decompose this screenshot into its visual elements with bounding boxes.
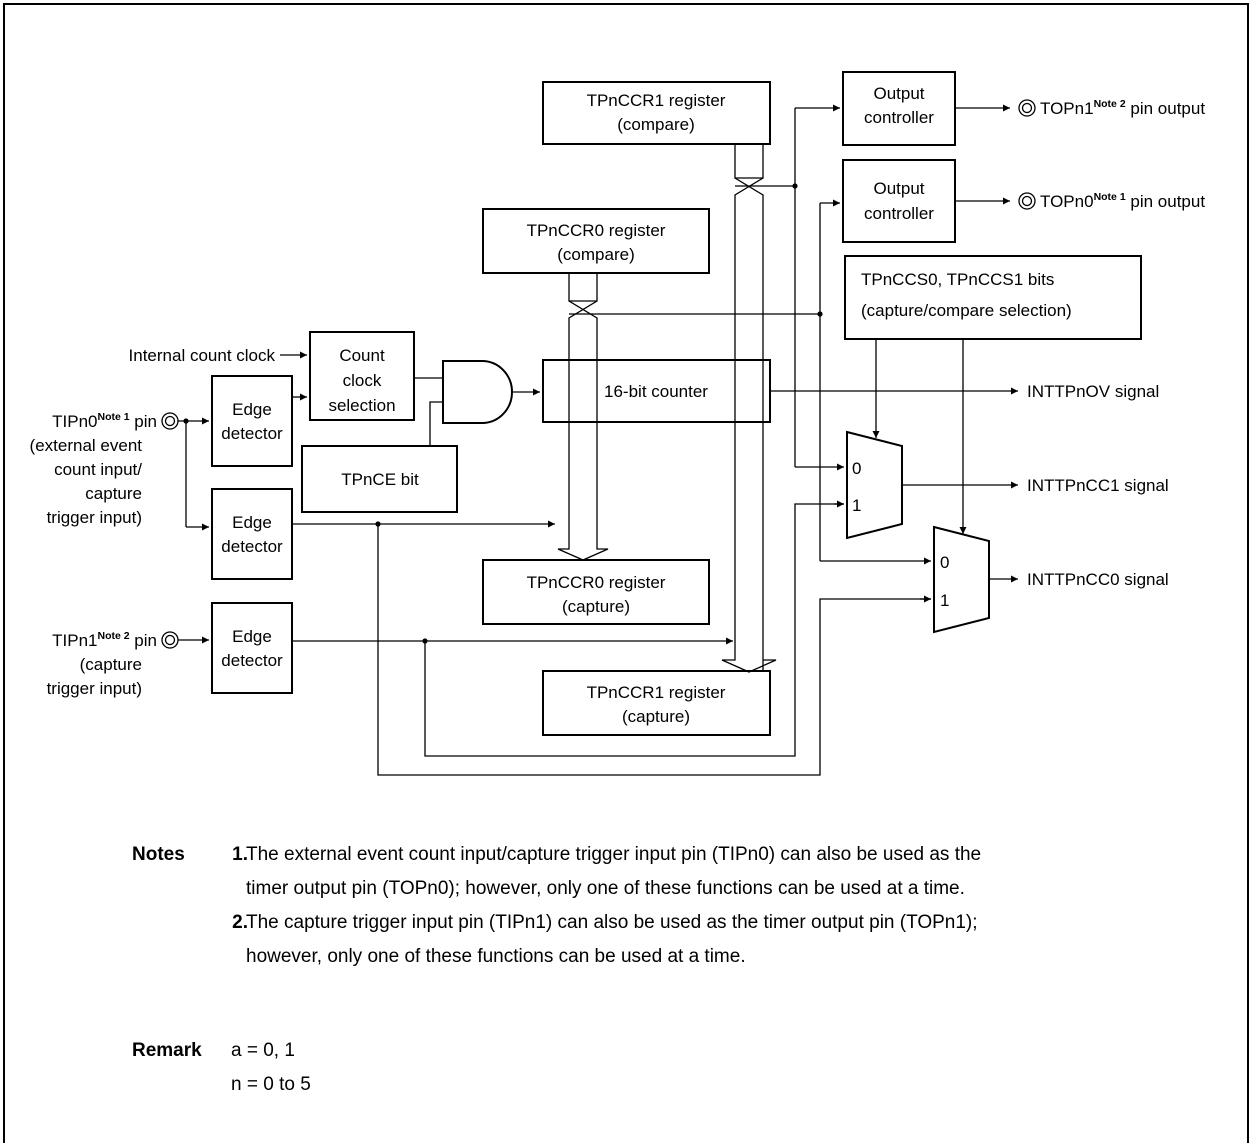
tpnce-bit-box — [301, 445, 458, 513]
remark-line-1: a = 0, 1 — [231, 1040, 295, 1061]
tipn0-label: TIPn0Note 1 pin — [52, 411, 157, 431]
note-1-number: 1. — [232, 844, 248, 865]
mux-cc0-in0: 0 — [940, 553, 949, 572]
tipn0-pin-symbol — [161, 412, 179, 430]
ccr0-capture-line1: TPnCCR0 register — [527, 573, 666, 592]
remark-heading: Remark — [132, 1040, 202, 1061]
ccr0-compare-line2: (compare) — [557, 245, 634, 264]
tpnce-bit-label: TPnCE bit — [341, 470, 419, 489]
notes-heading: Notes — [132, 844, 185, 865]
remark-section: Remark a = 0, 1 n = 0 to 5 — [132, 1034, 732, 1102]
topn1-label: TOPn1Note 2 pin output — [1040, 98, 1205, 118]
note-2-number: 2. — [232, 912, 248, 933]
counter-label: 16-bit counter — [604, 382, 708, 401]
count-clock-line2: clock — [343, 371, 382, 390]
mux-cc1-in0: 0 — [852, 459, 861, 478]
tipn1-desc-1: (capture — [80, 655, 142, 674]
ccr1-capture-line1: TPnCCR1 register — [587, 683, 726, 702]
note-2-line-2: however, only one of these functions can… — [246, 946, 746, 967]
ccr1-compare-box — [542, 81, 771, 145]
note-1-line-2: timer output pin (TOPn0); however, only … — [246, 878, 965, 899]
edge-detector-c-line2: detector — [221, 651, 283, 670]
output-controller-0-box — [842, 159, 956, 243]
remark-line-2: n = 0 to 5 — [231, 1074, 311, 1095]
count-clock-line3: selection — [328, 396, 395, 415]
tipn0-desc-3: capture — [85, 484, 142, 503]
tipn0-desc-1: (external event — [30, 436, 143, 455]
intovf-label: INTTPnOV signal — [1027, 382, 1159, 401]
ccr0-capture-line2: (capture) — [562, 597, 630, 616]
count-clock-selection-box — [309, 331, 415, 421]
ccr1-compare-line2: (compare) — [617, 115, 694, 134]
topn0-pin-symbol — [1018, 192, 1036, 210]
internal-clock-label: Internal count clock — [129, 346, 276, 365]
page-frame — [3, 3, 1249, 1143]
ccr0-compare-box — [482, 208, 710, 274]
edge-detector-a-line1: Edge — [232, 400, 272, 419]
tipn1-label: TIPn1Note 2 pin — [52, 630, 157, 650]
intcc1-label: INTTPnCC1 signal — [1027, 476, 1169, 495]
edge-detector-c-box — [211, 602, 293, 694]
output-controller-1-line1: Output — [873, 84, 924, 103]
ccr1-capture-box — [542, 670, 771, 736]
note-1-line-1: The external event count input/capture t… — [246, 844, 982, 865]
ccs-bits-box — [844, 255, 1142, 340]
tipn1-desc-2: trigger input) — [47, 679, 142, 698]
edge-detector-a-box — [211, 375, 293, 467]
ccs-bits-line1: TPnCCS0, TPnCCS1 bits — [861, 270, 1054, 289]
mux-cc0 — [933, 525, 990, 634]
edge-detector-a-line2: detector — [221, 424, 283, 443]
ccr0-capture-box — [482, 559, 710, 625]
notes-section: Notes 1. The external event count input/… — [132, 838, 1232, 974]
edge-detector-b-box — [211, 488, 293, 580]
tipn0-desc-4: trigger input) — [47, 508, 142, 527]
topn0-label: TOPn0Note 1 pin output — [1040, 191, 1205, 211]
note-2-line-1: The capture trigger input pin (TIPn1) ca… — [246, 912, 978, 933]
and-gate — [442, 360, 513, 424]
ccr1-compare-line1: TPnCCR1 register — [587, 91, 726, 110]
count-clock-line1: Count — [339, 346, 385, 365]
ccr1-capture-line2: (capture) — [622, 707, 690, 726]
edge-detector-c-line1: Edge — [232, 627, 272, 646]
mux-cc0-in1: 1 — [940, 591, 949, 610]
tipn0-desc-2: count input/ — [54, 460, 142, 479]
intcc0-label: INTTPnCC0 signal — [1027, 570, 1169, 589]
mux-cc1-in1: 1 — [852, 496, 861, 515]
tipn1-pin-symbol — [161, 631, 179, 649]
edge-detector-b-line1: Edge — [232, 513, 272, 532]
output-controller-1-line2: controller — [864, 108, 934, 127]
output-controller-0-line2: controller — [864, 204, 934, 223]
ccs-bits-line2: (capture/compare selection) — [861, 301, 1072, 320]
topn1-pin-symbol — [1018, 99, 1036, 117]
ccr0-compare-line1: TPnCCR0 register — [527, 221, 666, 240]
edge-detector-b-line2: detector — [221, 537, 283, 556]
mux-cc1 — [846, 430, 903, 540]
output-controller-0-line1: Output — [873, 179, 924, 198]
